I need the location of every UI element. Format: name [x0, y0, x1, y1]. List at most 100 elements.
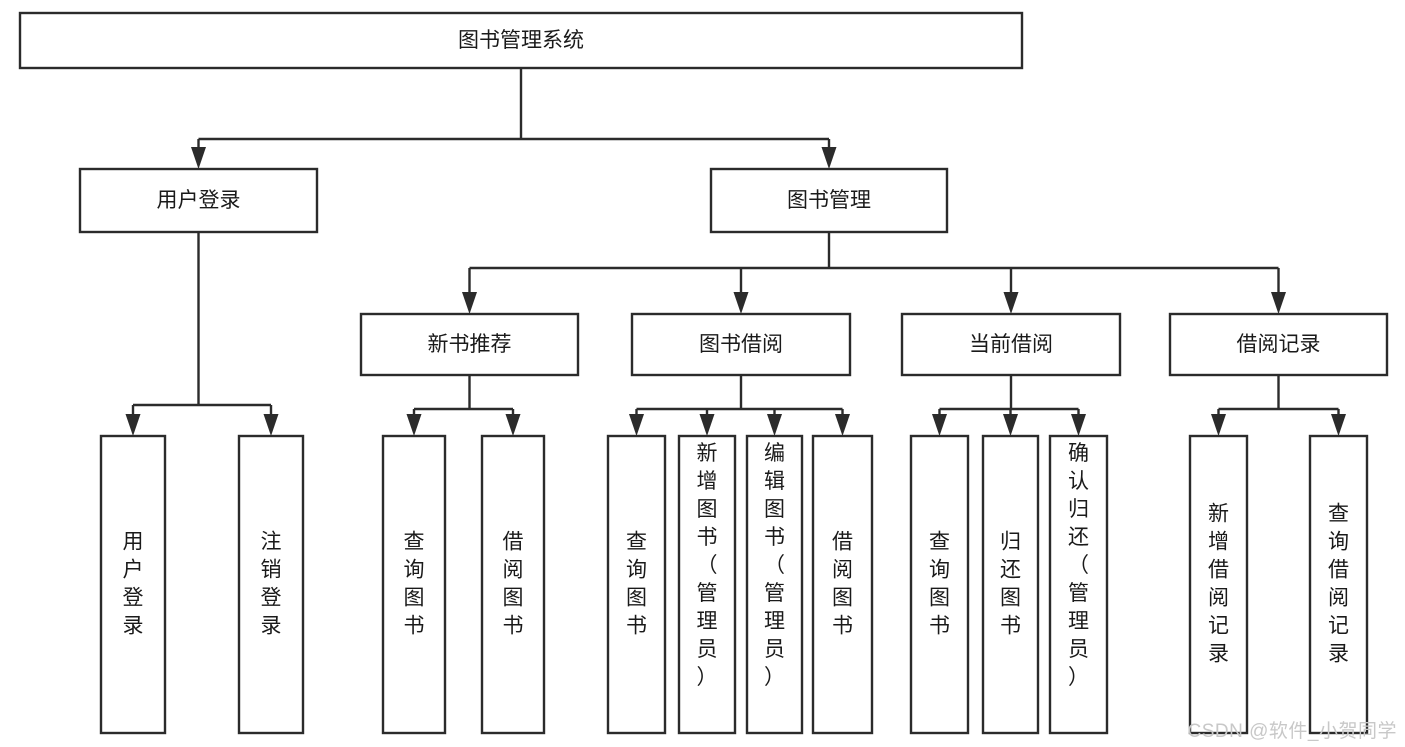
leaf-label-char: 登	[261, 587, 282, 610]
node-leaf-leaf-return-book-rect[interactable]	[981, 434, 1040, 735]
arrow-head-icon	[191, 147, 206, 169]
node-root-root[interactable]: 图书管理系统	[18, 11, 1024, 70]
leaf-label-char: 借	[832, 531, 853, 554]
node-leaf-leaf-return-book[interactable]: 归还图书	[981, 434, 1040, 735]
leaf-label-char: （	[1068, 554, 1089, 577]
node-leaf-leaf-query-book-recommend[interactable]: 查询图书	[381, 434, 447, 735]
leaf-label-char: 图	[626, 587, 647, 610]
leaf-label-char: 记	[1328, 615, 1349, 638]
leaf-label-char: 户	[123, 559, 144, 582]
leaf-label-char: 书	[404, 615, 425, 638]
leaf-label-char: ）	[1068, 666, 1089, 689]
node-leaf-leaf-return-book-label: 归还图书	[1000, 531, 1021, 638]
leaf-label-char: 员	[697, 638, 718, 661]
node-level2-book-manage-label: 图书管理	[787, 189, 871, 212]
node-leaf-leaf-confirm-return-admin-rect[interactable]	[1048, 434, 1109, 735]
leaf-label-char: 图	[832, 587, 853, 610]
arrow-head-icon	[629, 414, 644, 436]
node-level2-book-manage-rect[interactable]	[709, 167, 949, 234]
node-leaf-leaf-confirm-return-admin[interactable]: 确认归还（管理员）	[1048, 434, 1109, 735]
leaf-label-char: （	[697, 554, 718, 577]
node-leaf-leaf-add-book-admin[interactable]: 新增图书（管理员）	[677, 434, 737, 735]
node-leaf-leaf-query-book-recommend-rect[interactable]	[381, 434, 447, 735]
node-leaf-leaf-add-borrow-record-rect[interactable]	[1188, 434, 1249, 735]
node-leaf-leaf-add-book-admin-label: 新增图书（管理员）	[697, 442, 718, 689]
node-leaf-leaf-query-book-borrow[interactable]: 查询图书	[606, 434, 667, 735]
node-leaf-leaf-query-book-current-rect[interactable]	[909, 434, 970, 735]
node-leaf-leaf-borrow-book-label: 借阅图书	[832, 531, 853, 638]
node-leaf-leaf-borrow-book[interactable]: 借阅图书	[811, 434, 874, 735]
node-leaf-leaf-query-book-current[interactable]: 查询图书	[909, 434, 970, 735]
leaf-label-char: 增	[697, 470, 718, 493]
leaf-label-char: 用	[123, 531, 144, 554]
node-level3-borrow-record[interactable]: 借阅记录	[1168, 312, 1389, 377]
node-level3-current-borrow[interactable]: 当前借阅	[900, 312, 1122, 377]
node-leaf-leaf-query-book-recommend-label: 查询图书	[404, 531, 425, 638]
node-leaf-leaf-borrow-book-rect[interactable]	[811, 434, 874, 735]
node-level2-user-login-rect[interactable]	[78, 167, 319, 234]
leaf-label-char: 借	[1208, 559, 1229, 582]
arrow-head-icon	[1071, 414, 1086, 436]
node-level3-new-book-recommend-rect[interactable]	[359, 312, 580, 377]
node-level2-book-manage[interactable]: 图书管理	[709, 167, 949, 234]
leaf-label-char: 书	[832, 615, 853, 638]
leaf-label-char: （	[764, 554, 785, 577]
node-level3-book-borrow[interactable]: 图书借阅	[630, 312, 852, 377]
leaf-label-char: 编	[764, 442, 785, 465]
leaf-label-char: 录	[123, 615, 144, 638]
leaf-label-char: 阅	[503, 559, 524, 582]
arrow-head-icon	[1003, 414, 1018, 436]
node-leaf-leaf-edit-book-admin-rect[interactable]	[745, 434, 804, 735]
leaf-label-char: 新	[1208, 503, 1229, 526]
node-level3-book-borrow-rect[interactable]	[630, 312, 852, 377]
node-level2-user-login[interactable]: 用户登录	[78, 167, 319, 234]
node-level3-borrow-record-label: 借阅记录	[1237, 333, 1321, 356]
node-level3-current-borrow-rect[interactable]	[900, 312, 1122, 377]
arrow-head-icon	[1003, 292, 1019, 314]
node-leaf-leaf-query-borrow-record[interactable]: 查询借阅记录	[1308, 434, 1369, 735]
leaf-label-char: 员	[764, 638, 785, 661]
leaf-label-char: 询	[404, 559, 425, 582]
node-leaf-leaf-user-login[interactable]: 用户登录	[99, 434, 167, 735]
leaf-label-char: 阅	[832, 559, 853, 582]
leaf-label-char: 理	[697, 610, 718, 633]
leaf-label-char: 借	[503, 531, 524, 554]
node-leaf-leaf-borrow-book-recommend[interactable]: 借阅图书	[480, 434, 546, 735]
leaf-label-char: 图	[764, 498, 785, 521]
node-leaf-leaf-borrow-book-recommend-rect[interactable]	[480, 434, 546, 735]
leaf-label-char: 查	[404, 531, 425, 554]
leaf-label-char: 询	[929, 559, 950, 582]
leaf-label-char: 书	[503, 615, 524, 638]
node-root-root-rect[interactable]	[18, 11, 1024, 70]
leaf-label-char: 还	[1000, 559, 1021, 582]
node-leaf-leaf-logout[interactable]: 注销登录	[237, 434, 305, 735]
leaf-label-char: 归	[1000, 531, 1021, 554]
leaf-label-char: 图	[1000, 587, 1021, 610]
node-leaf-leaf-add-book-admin-rect[interactable]	[677, 434, 737, 735]
leaf-label-char: 书	[697, 526, 718, 549]
node-leaf-leaf-query-book-current-label: 查询图书	[929, 531, 950, 638]
node-leaf-leaf-query-borrow-record-rect[interactable]	[1308, 434, 1369, 735]
leaf-label-char: 查	[626, 531, 647, 554]
node-level3-borrow-record-rect[interactable]	[1168, 312, 1389, 377]
leaf-label-char: 阅	[1208, 587, 1229, 610]
node-level3-new-book-recommend[interactable]: 新书推荐	[359, 312, 580, 377]
leaf-label-char: 注	[261, 531, 282, 554]
leaf-label-char: 书	[1000, 615, 1021, 638]
leaf-label-char: 理	[764, 610, 785, 633]
node-leaf-leaf-logout-rect[interactable]	[237, 434, 305, 735]
leaf-label-char: 销	[261, 559, 282, 582]
leaf-label-char: 认	[1068, 470, 1089, 493]
node-leaf-leaf-edit-book-admin-label: 编辑图书（管理员）	[764, 442, 785, 689]
leaf-label-char: 管	[1068, 582, 1089, 605]
node-leaf-leaf-user-login-rect[interactable]	[99, 434, 167, 735]
leaf-label-char: ）	[764, 666, 785, 689]
leaf-label-char: 书	[764, 526, 785, 549]
arrow-head-icon	[1331, 414, 1346, 436]
node-leaf-leaf-add-borrow-record[interactable]: 新增借阅记录	[1188, 434, 1249, 735]
node-leaf-leaf-query-book-borrow-rect[interactable]	[606, 434, 667, 735]
leaf-label-char: 确	[1068, 442, 1089, 465]
node-leaf-leaf-add-borrow-record-label: 新增借阅记录	[1208, 503, 1229, 666]
node-leaf-leaf-edit-book-admin[interactable]: 编辑图书（管理员）	[745, 434, 804, 735]
leaf-label-char: 录	[1328, 643, 1349, 666]
